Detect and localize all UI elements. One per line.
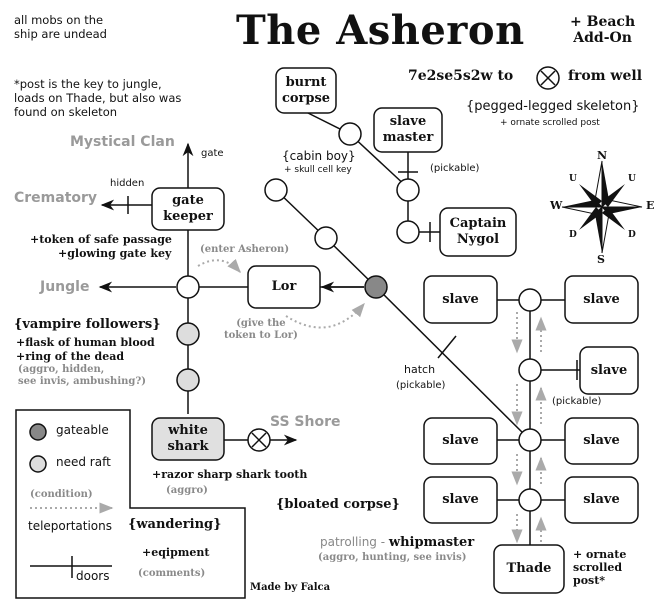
pegged-skeleton-label: {pegged-legged skeleton}	[466, 99, 640, 114]
enter-asheron-label: (enter Asheron)	[200, 244, 290, 255]
flask-item: +flask of human blood	[16, 336, 155, 349]
crossed-circle-icon	[251, 70, 556, 448]
compass-up-left: U	[569, 174, 577, 184]
pickable-label: (pickable)	[552, 396, 602, 407]
room-boxes	[151, 67, 639, 594]
room-slave: slave	[583, 433, 620, 449]
compass-w: W	[550, 199, 563, 212]
pickable-label: (pickable)	[396, 380, 446, 391]
gate-key-item: +glowing gate key	[58, 247, 172, 260]
gate-label: gate	[201, 148, 224, 159]
route-suffix: from well	[568, 68, 643, 84]
cabin-boy-label: {cabin boy}	[282, 149, 356, 163]
teleport-paths	[30, 258, 547, 544]
author-credit: Made by Falca	[250, 582, 331, 593]
compass-down-left: D	[569, 230, 577, 240]
hatch-label: hatch	[404, 363, 436, 376]
compass-rose-icon	[561, 160, 643, 254]
pickable-label: (pickable)	[430, 163, 480, 174]
ring-item: +ring of the dead	[16, 350, 125, 363]
whipmaster-comment: (aggro, hunting, see invis)	[318, 552, 467, 563]
room-slave: slave	[442, 492, 479, 508]
ornate-post-label: + ornate scrolled post	[500, 118, 600, 128]
room-slave: slave	[583, 291, 620, 307]
doors	[127, 171, 578, 450]
route-text: 7e2se5s2w to	[408, 68, 514, 84]
legend-condition: (condition)	[30, 489, 93, 500]
bloated-corpse-label: {bloated corpse}	[276, 497, 400, 512]
legend-door-icon	[30, 556, 112, 578]
compass-s: S	[597, 253, 605, 266]
room-slave: slave	[442, 291, 479, 307]
room-slave: slave	[583, 492, 620, 508]
exit-crematory: Crematory	[14, 190, 98, 206]
compass-up-right: U	[628, 174, 636, 184]
skull-key-label: + skull cell key	[284, 165, 352, 175]
note-post: *post is the key to jungle, loads on Tha…	[14, 77, 182, 119]
compass-down-right: D	[628, 230, 636, 240]
shark-comment: (aggro)	[166, 485, 208, 496]
exit-mystical-clan: Mystical Clan	[70, 134, 175, 150]
junction-nodes	[29, 66, 560, 512]
token-item: +token of safe passage	[30, 233, 172, 246]
legend-doors: doors	[76, 569, 110, 583]
map-title: The Asheron	[236, 7, 525, 54]
room-lor: Lor	[271, 279, 297, 295]
legend-frame	[15, 409, 246, 599]
vampire-followers-label: {vampire followers}	[14, 317, 161, 332]
room-slave: slave	[590, 362, 628, 378]
room-thade: Thade	[506, 561, 552, 577]
exit-ss-shore: SS Shore	[270, 414, 341, 430]
vampire-comment: (aggro, hidden,see invis, ambushing?)	[18, 364, 146, 387]
room-slave: slave	[442, 433, 479, 449]
compass-e: E	[646, 199, 655, 212]
hidden-label: hidden	[110, 178, 145, 189]
legend-gateable: gateable	[56, 423, 109, 437]
legend-wandering: {wandering}	[128, 517, 222, 532]
note-undead: all mobs on the ship are undead	[14, 13, 107, 41]
exit-jungle: Jungle	[40, 279, 90, 295]
legend-equipment: +eqipment	[142, 546, 210, 559]
patrolling-label: patrolling - whipmaster	[320, 535, 475, 550]
compass-n: N	[597, 149, 608, 162]
shark-tooth-item: +razor sharp shark tooth	[152, 468, 308, 481]
legend-teleportations: teleportations	[28, 519, 112, 533]
legend-comments: (comments)	[138, 568, 206, 579]
legend-need-raft: need raft	[56, 455, 111, 469]
